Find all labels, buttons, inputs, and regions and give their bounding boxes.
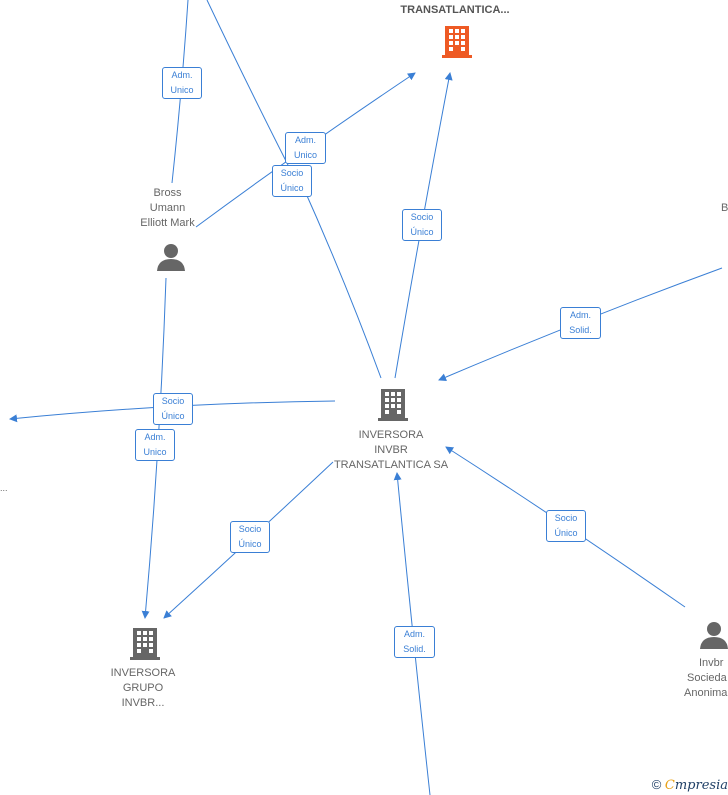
edge-label-socio-unico[interactable]: Socio Único [546, 510, 586, 542]
bross-node-label[interactable]: Bross Umann Elliott Mark [120, 186, 215, 231]
edge-label-line: Unico [293, 150, 317, 160]
edge-label-line: Socio [161, 396, 185, 406]
edge-label-line: Socio [238, 524, 262, 534]
edge-label-adm-unico[interactable]: Adm. Unico [285, 132, 326, 164]
edge-label-socio-unico[interactable]: Socio Único [230, 521, 270, 553]
empresia-brand[interactable]: © Cmpresia [652, 777, 728, 793]
edge-label-socio-unico[interactable]: Socio Único [272, 165, 312, 197]
bross-line-2: Umann [149, 202, 186, 214]
person-icon-invbr[interactable] [700, 621, 728, 649]
edge-label-line: Solid. [403, 644, 426, 654]
building-icon-grupo[interactable] [130, 627, 160, 661]
edge-label-line: Adm. [403, 629, 425, 639]
edge-label-line: Adm. [144, 432, 166, 442]
edge-label-line: Adm. [294, 135, 316, 145]
edge-label-socio-unico[interactable]: Socio Único [402, 209, 442, 241]
edge-label-line: Único [554, 528, 578, 538]
edge-label-line: Socio [554, 513, 578, 523]
edge-label-line: Adm. [171, 70, 193, 80]
bross-line-3: Elliott Mark [140, 217, 195, 229]
brand-logo-letter: C [664, 778, 675, 793]
invbr-sociedad-label[interactable]: Invbr Socieda Anonima [680, 656, 728, 701]
inversora-main-line-3: TRANSATLANTICA SA [333, 459, 449, 471]
edge-label-line: Único [410, 227, 434, 237]
edge-top-diagonal [206, 0, 289, 166]
right-edge-partial-label: B [721, 202, 728, 214]
edge-label-line: Único [280, 183, 304, 193]
edge-label-line: Socio [410, 212, 434, 222]
inversora-grupo-line-3: INVBR... [121, 697, 165, 709]
invbr-line-2: Socieda [687, 672, 727, 684]
inversora-grupo-line-2: GRUPO [122, 682, 164, 694]
building-icon-highlight[interactable] [442, 25, 472, 59]
edge-socio-main [299, 179, 382, 379]
invbr-line-3: Anonima [684, 687, 728, 699]
edge-label-line: Solid. [569, 325, 592, 335]
inversora-grupo-label[interactable]: INVERSORA GRUPO INVBR... [98, 666, 188, 711]
edge-label-adm-solid[interactable]: Adm. Solid. [560, 307, 601, 339]
inversora-main-label[interactable]: INVERSORA INVBR TRANSATLANTICA SA [326, 428, 456, 473]
brand-logo-text: mpresia [674, 778, 728, 793]
edge-label-adm-unico[interactable]: Adm. Unico [162, 67, 202, 99]
edge-label-line: Unico [143, 447, 167, 457]
left-edge-partial-label: ... [0, 483, 8, 493]
edge-label-adm-solid[interactable]: Adm. Solid. [394, 626, 435, 658]
person-icon-bross[interactable] [156, 243, 186, 271]
edge-label-socio-unico[interactable]: Socio Único [153, 393, 193, 425]
inversora-main-line-1: INVERSORA [358, 429, 424, 441]
building-icon-main[interactable] [378, 388, 408, 422]
invbr-line-1: Invbr [699, 657, 724, 669]
edge-label-line: Único [238, 539, 262, 549]
inversora-grupo-line-1: INVERSORA [110, 667, 176, 679]
edge-label-adm-unico[interactable]: Adm. Unico [135, 429, 175, 461]
edge-label-line: Socio [280, 168, 304, 178]
copyright-symbol: © [651, 777, 662, 792]
transatlantica-node-label[interactable]: TRANSATLANTICA... [400, 4, 510, 16]
edge-label-line: Unico [170, 85, 194, 95]
inversora-main-line-2: INVBR [374, 444, 408, 456]
edge-label-line: Único [161, 411, 185, 421]
edge-label-line: Adm. [569, 310, 591, 320]
bross-line-1: Bross [153, 187, 182, 199]
